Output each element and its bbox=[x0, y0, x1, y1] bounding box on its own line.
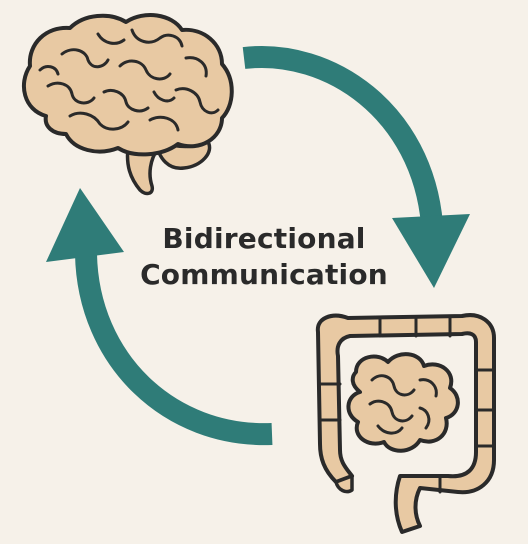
brain-fold bbox=[148, 115, 180, 132]
brain-fold bbox=[102, 88, 150, 113]
brain-fold bbox=[174, 87, 220, 115]
brain-fold bbox=[38, 65, 60, 76]
center-label-line-2: Communication bbox=[140, 258, 388, 291]
brain-to-gut-arrow bbox=[242, 46, 470, 288]
arrow-shaft bbox=[242, 46, 443, 226]
brain-fold bbox=[152, 90, 176, 103]
brain-fold bbox=[46, 81, 96, 105]
arrow-shaft bbox=[75, 253, 273, 446]
brain-fold bbox=[68, 111, 130, 131]
small-intestine-coil bbox=[418, 406, 431, 430]
small-intestine-coil bbox=[418, 378, 438, 398]
brain-fold bbox=[60, 48, 110, 69]
brain-stem bbox=[125, 146, 160, 196]
brain-fold bbox=[118, 59, 172, 81]
brain-fold bbox=[96, 32, 126, 45]
brain-icon bbox=[21, 13, 234, 196]
center-label-line-1: Bidirectional bbox=[162, 222, 366, 255]
large-intestine bbox=[315, 313, 496, 534]
small-intestine-coil bbox=[368, 399, 414, 423]
brain-fold bbox=[130, 28, 184, 48]
intestines-icon bbox=[315, 313, 496, 534]
arrow-head bbox=[46, 188, 124, 262]
small-intestine bbox=[346, 352, 460, 453]
appendix bbox=[334, 474, 354, 494]
gut-to-brain-arrow bbox=[46, 188, 273, 446]
arrow-head bbox=[392, 214, 470, 288]
small-intestine-coil bbox=[376, 424, 404, 435]
brain-fold bbox=[184, 56, 208, 78]
small-intestine-coil bbox=[370, 374, 416, 397]
